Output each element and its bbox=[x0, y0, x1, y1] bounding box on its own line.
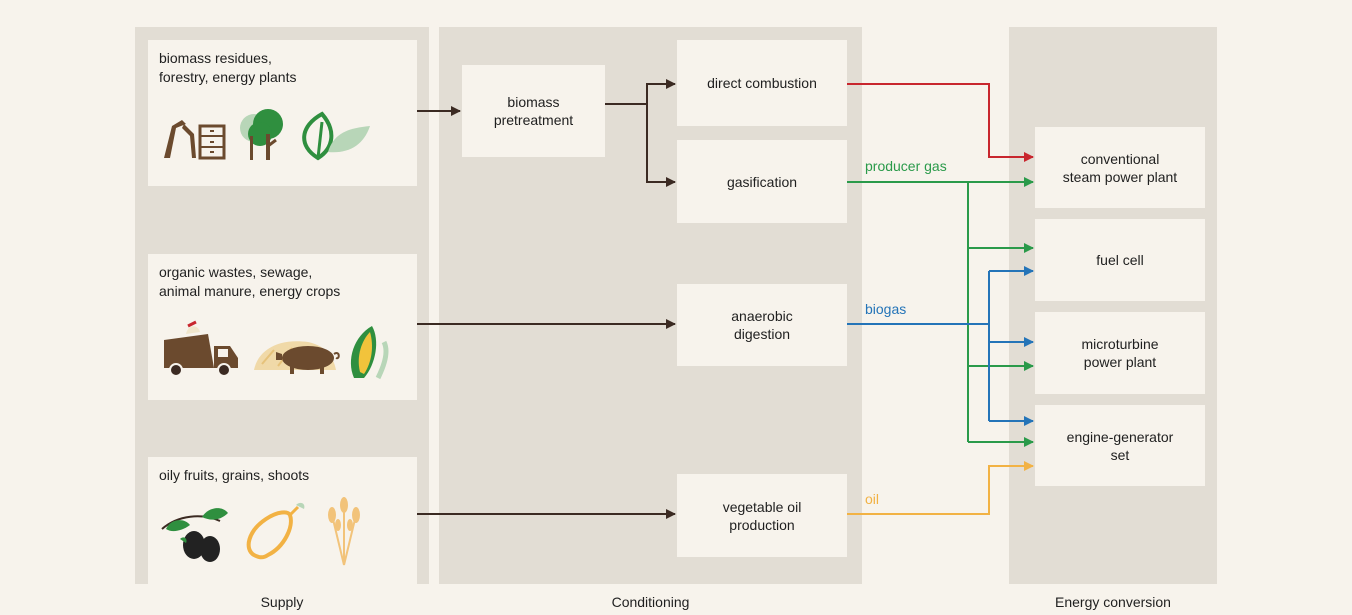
pig-icon bbox=[276, 346, 340, 374]
broken-wood-icon bbox=[164, 120, 196, 158]
box-text-line: gasification bbox=[726, 173, 798, 190]
box-text-line: pretreatment bbox=[493, 112, 574, 128]
box-text-line: digestion bbox=[733, 326, 791, 342]
arrow-combustion-to-steam bbox=[847, 83, 1034, 162]
supply-text-line: animal manure, energy crops bbox=[159, 283, 341, 299]
supply-text-line: oily fruits, grains, shoots bbox=[159, 467, 310, 483]
biomass-pretreatment-box: biomass pretreatment bbox=[462, 65, 605, 157]
garbage-truck-icon bbox=[164, 320, 238, 377]
box-text-line: conventional bbox=[1080, 150, 1160, 167]
box-text-line: power plant bbox=[1083, 354, 1157, 370]
box-text-line: direct combustion bbox=[707, 75, 817, 91]
engine-generator-set-box: engine-generator set bbox=[1035, 405, 1205, 486]
anaerobic-digestion-box: anaerobic digestion bbox=[677, 284, 847, 366]
box-text-line: biomass bbox=[507, 94, 560, 110]
box-text-line: steam power plant bbox=[1062, 168, 1178, 185]
biogas-label: biogas bbox=[865, 301, 907, 317]
supply-column-label: Supply bbox=[260, 594, 304, 610]
supply-box-oily: oily fruits, grains, shoots bbox=[148, 457, 417, 585]
wheat-icon bbox=[328, 497, 360, 566]
supply-text-line: forestry, energy plants bbox=[159, 69, 297, 85]
energy-conversion-column-label: Energy conversion bbox=[1055, 594, 1171, 610]
leaves-icon bbox=[302, 111, 370, 161]
box-text-line: set bbox=[1110, 446, 1130, 463]
energy-conversion-column bbox=[1009, 27, 1217, 584]
vegetable-oil-production-box: vegetable oil production bbox=[677, 474, 847, 557]
box-text-line: vegetable oil bbox=[722, 498, 802, 515]
supply-text-line: organic wastes, sewage, bbox=[159, 264, 313, 280]
box-text-line: production bbox=[729, 516, 795, 533]
olives-icon bbox=[161, 508, 228, 562]
supply-box-biomass: biomass residues, forestry, energy plant… bbox=[148, 40, 417, 186]
box-text-line: fuel cell bbox=[1096, 252, 1144, 268]
box-text-line: anaerobic bbox=[731, 308, 793, 324]
arrow-pretreatment-to-gasification bbox=[646, 104, 676, 187]
steam-power-plant-box: conventional steam power plant bbox=[1035, 127, 1205, 208]
microturbine-power-plant-box: microturbine power plant bbox=[1035, 312, 1205, 394]
producer-gas-label: producer gas bbox=[865, 158, 947, 174]
arrow-pretreatment-to-combustion bbox=[605, 79, 676, 105]
conditioning-column-label: Conditioning bbox=[611, 594, 690, 610]
arrow-oil-to-engine bbox=[847, 461, 1034, 515]
direct-combustion-box: direct combustion bbox=[677, 40, 847, 126]
oil-label: oil bbox=[865, 491, 880, 507]
box-text-line: microturbine bbox=[1081, 336, 1159, 352]
trees-icon bbox=[240, 109, 283, 160]
supply-text-line: biomass residues, bbox=[159, 50, 272, 66]
cabinet-icon bbox=[198, 124, 226, 160]
lemon-icon bbox=[246, 502, 305, 560]
gasification-box: gasification bbox=[677, 140, 847, 223]
corn-icon bbox=[350, 326, 389, 380]
supply-box-wastes: organic wastes, sewage, animal manure, e… bbox=[148, 254, 417, 400]
box-text-line: engine-generator bbox=[1066, 428, 1174, 445]
fuel-cell-box: fuel cell bbox=[1035, 219, 1205, 301]
